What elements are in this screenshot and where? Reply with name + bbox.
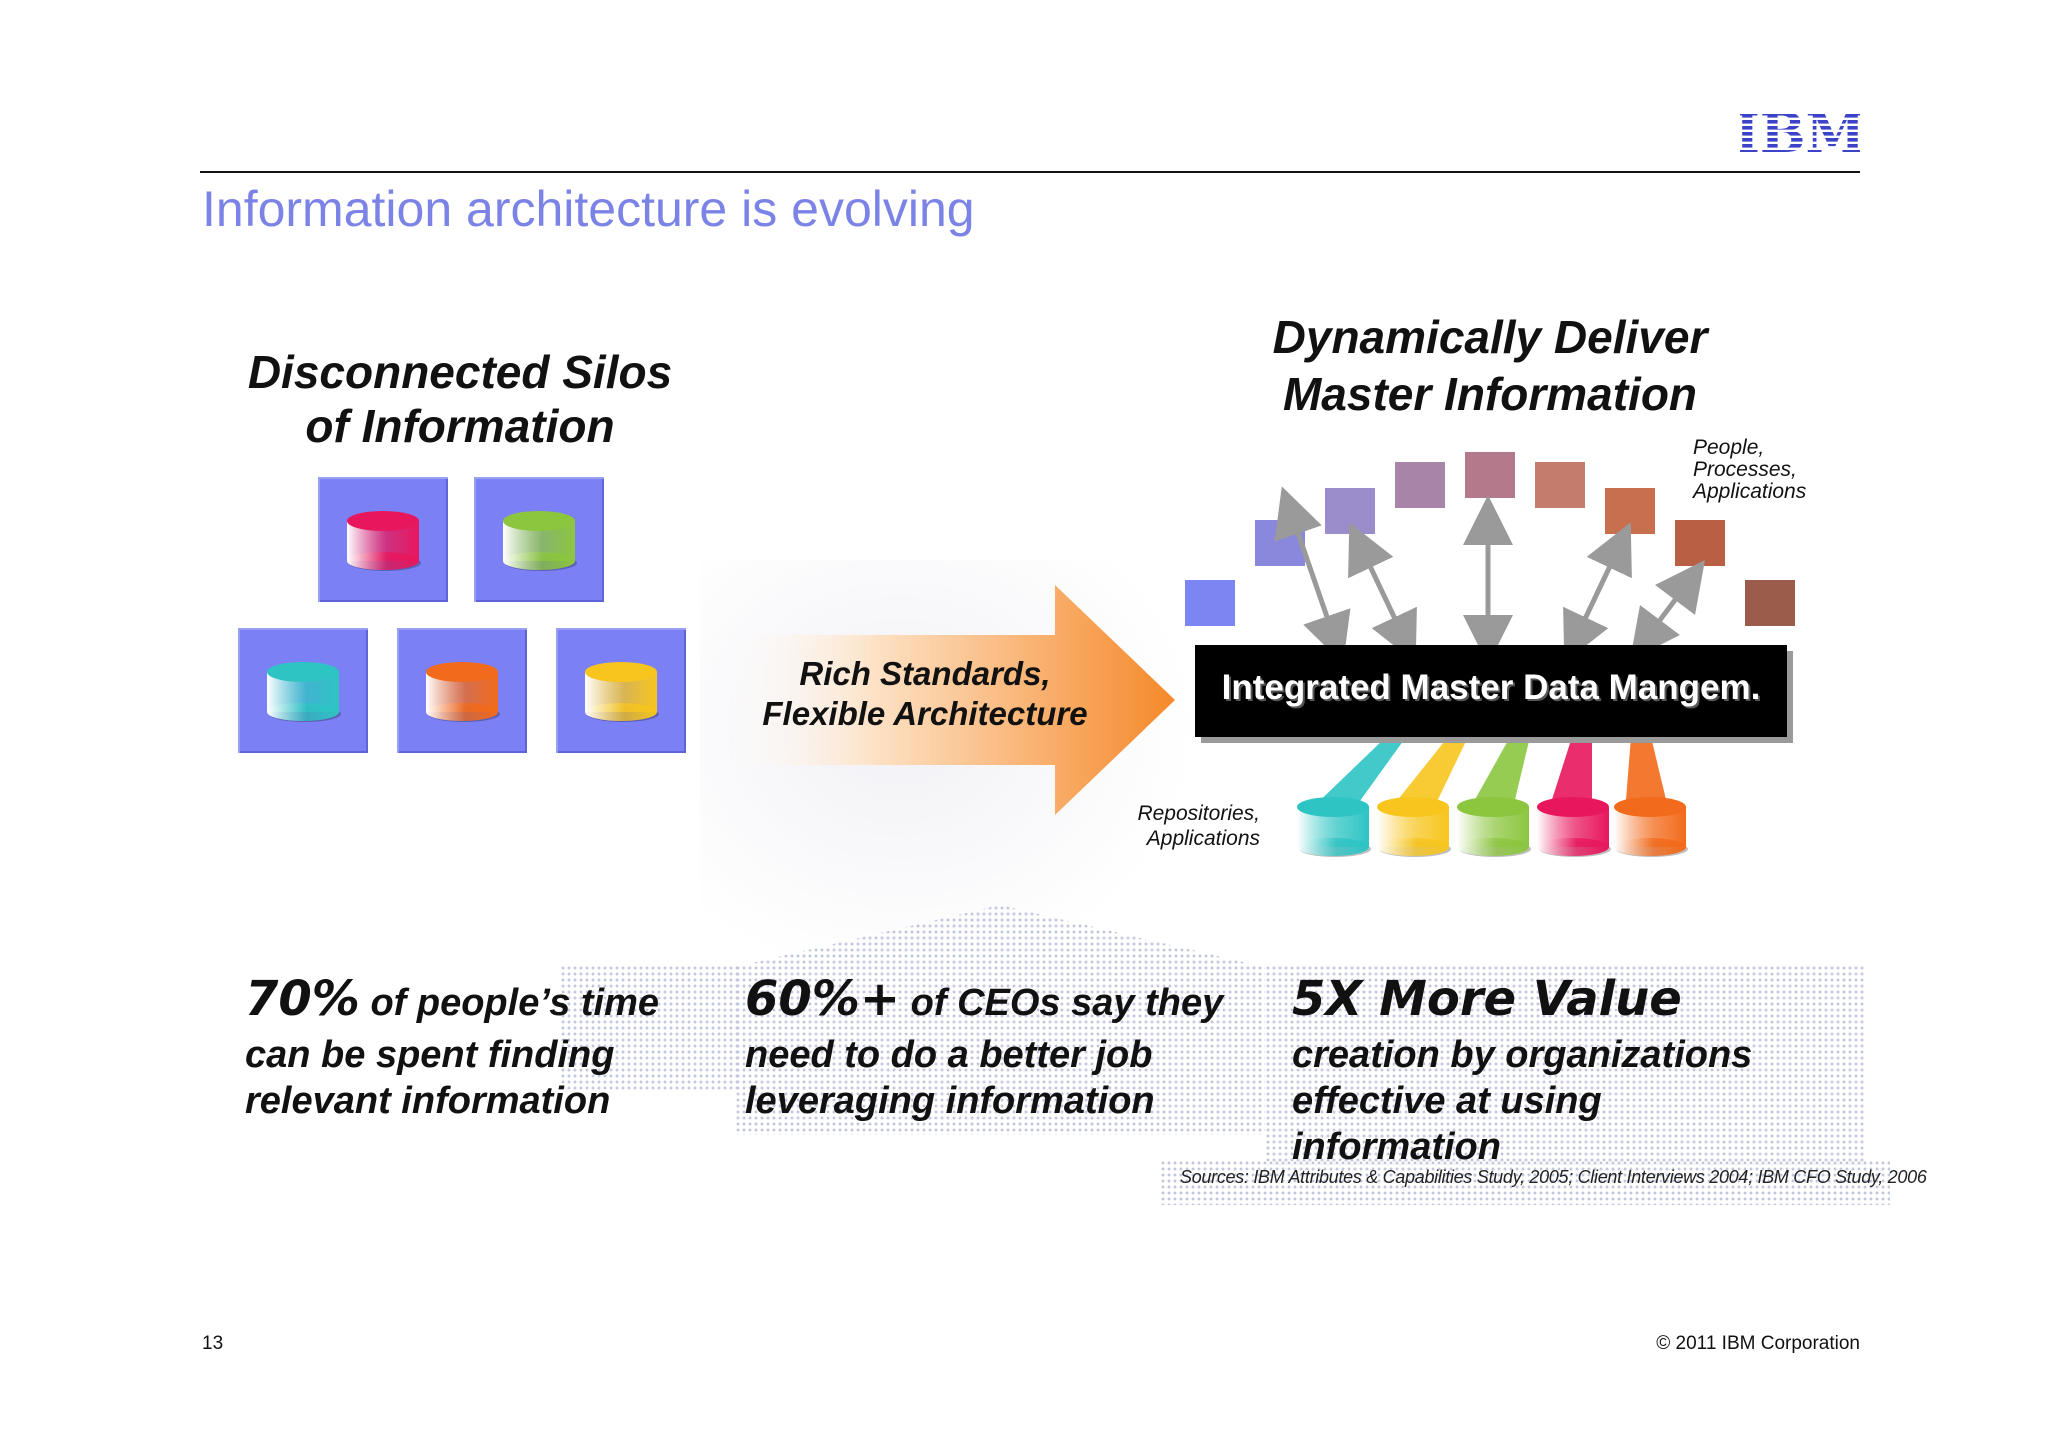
process-square [1745, 580, 1795, 626]
flow-arrow [720, 585, 1175, 815]
stat3-line2: creation by organizations [1292, 1034, 1753, 1076]
mdm-box [1195, 645, 1787, 737]
ibm-logo: IBM [1740, 108, 1860, 156]
people-label-line3: Applications [1693, 480, 1807, 503]
repositories-label-line2: Applications [1146, 827, 1260, 850]
database-icon [267, 662, 341, 722]
process-square [1325, 488, 1375, 534]
stat3-highlight: 5X More Value [1292, 971, 1682, 1027]
silo-tile [397, 628, 527, 753]
arrow-label-line2: Flexible Architecture [762, 695, 1088, 732]
silo-tile [474, 477, 604, 602]
database-icon [1297, 797, 1371, 857]
data-beam [1548, 737, 1592, 812]
connector-arrow [1630, 560, 1705, 660]
database-icon [585, 662, 659, 722]
stat2-highlight: 60%+ [745, 971, 901, 1027]
database-icon [1377, 797, 1451, 857]
people-label-line1: People, [1693, 436, 1765, 459]
connector-arrow [1563, 522, 1632, 663]
data-beam [1308, 737, 1406, 812]
stat2-line3: leveraging information [745, 1080, 1155, 1122]
database-icon [503, 511, 577, 571]
process-square [1465, 452, 1515, 498]
stat1-line1: 70% of people’s time [245, 975, 660, 1026]
arrow-label-line1: Rich Standards, [799, 655, 1051, 692]
stat1-line1-rest: of people’s time [359, 982, 660, 1024]
silo-tile [238, 628, 368, 753]
stats-dotted-band-left [560, 965, 740, 1090]
mdm-diagram [1185, 452, 1795, 857]
stats-dotted-band-middle [735, 965, 1265, 1135]
process-square [1535, 462, 1585, 508]
process-square [1185, 580, 1235, 626]
silos-heading-line2: of Information [305, 400, 615, 452]
page-title: Information architecture is evolving [202, 181, 975, 237]
deliver-heading-line1: Dynamically Deliver [1272, 311, 1708, 363]
stat3-line3: effective at using [1292, 1080, 1602, 1122]
database-icon [1457, 797, 1531, 857]
process-square [1395, 462, 1445, 508]
stat2-line2: need to do a better job [745, 1034, 1153, 1076]
silo-tile [318, 477, 448, 602]
data-beam [1625, 737, 1669, 812]
stat2-line1: 60%+ of CEOs say they [745, 975, 1224, 1026]
page-number: 13 [202, 1333, 224, 1354]
stats-dotted-band-right [1265, 965, 1865, 1165]
stat1-line3: relevant information [245, 1080, 611, 1122]
database-icon [347, 511, 421, 571]
stat3-line4: information [1292, 1126, 1501, 1168]
svg-text:IBM: IBM [1740, 108, 1860, 156]
database-icon [1614, 797, 1688, 857]
mdm-box-label: Integrated Master Data Mangem. [1221, 668, 1761, 707]
sources-note: Sources: IBM Attributes & Capabilities S… [1180, 1167, 1927, 1187]
database-icon [1537, 797, 1611, 857]
silos-heading-line1: Disconnected Silos [247, 346, 673, 398]
connector-arrow [1274, 486, 1351, 664]
stat3-line1: 5X More Value [1292, 975, 1682, 1026]
connector-arrow [1348, 522, 1417, 663]
repositories-label-line1: Repositories, [1137, 802, 1260, 825]
sources-dotted-band [1160, 1160, 1890, 1205]
silo-tile [556, 628, 686, 753]
process-square [1675, 520, 1725, 566]
arrow-background-fade [700, 560, 1200, 980]
header-rule [200, 171, 1860, 173]
deliver-heading-line2: Master Information [1282, 368, 1698, 420]
stat1-line2: can be spent finding [245, 1034, 615, 1076]
stat1-highlight: 70% [245, 971, 360, 1027]
process-square [1605, 488, 1655, 534]
copyright: © 2011 IBM Corporation [1656, 1333, 1860, 1354]
stat2-line1-rest: of CEOs say they [900, 982, 1224, 1024]
data-beam [1468, 737, 1530, 812]
people-label-line2: Processes, [1693, 458, 1797, 481]
database-icon [426, 662, 500, 722]
data-beam [1388, 737, 1468, 812]
